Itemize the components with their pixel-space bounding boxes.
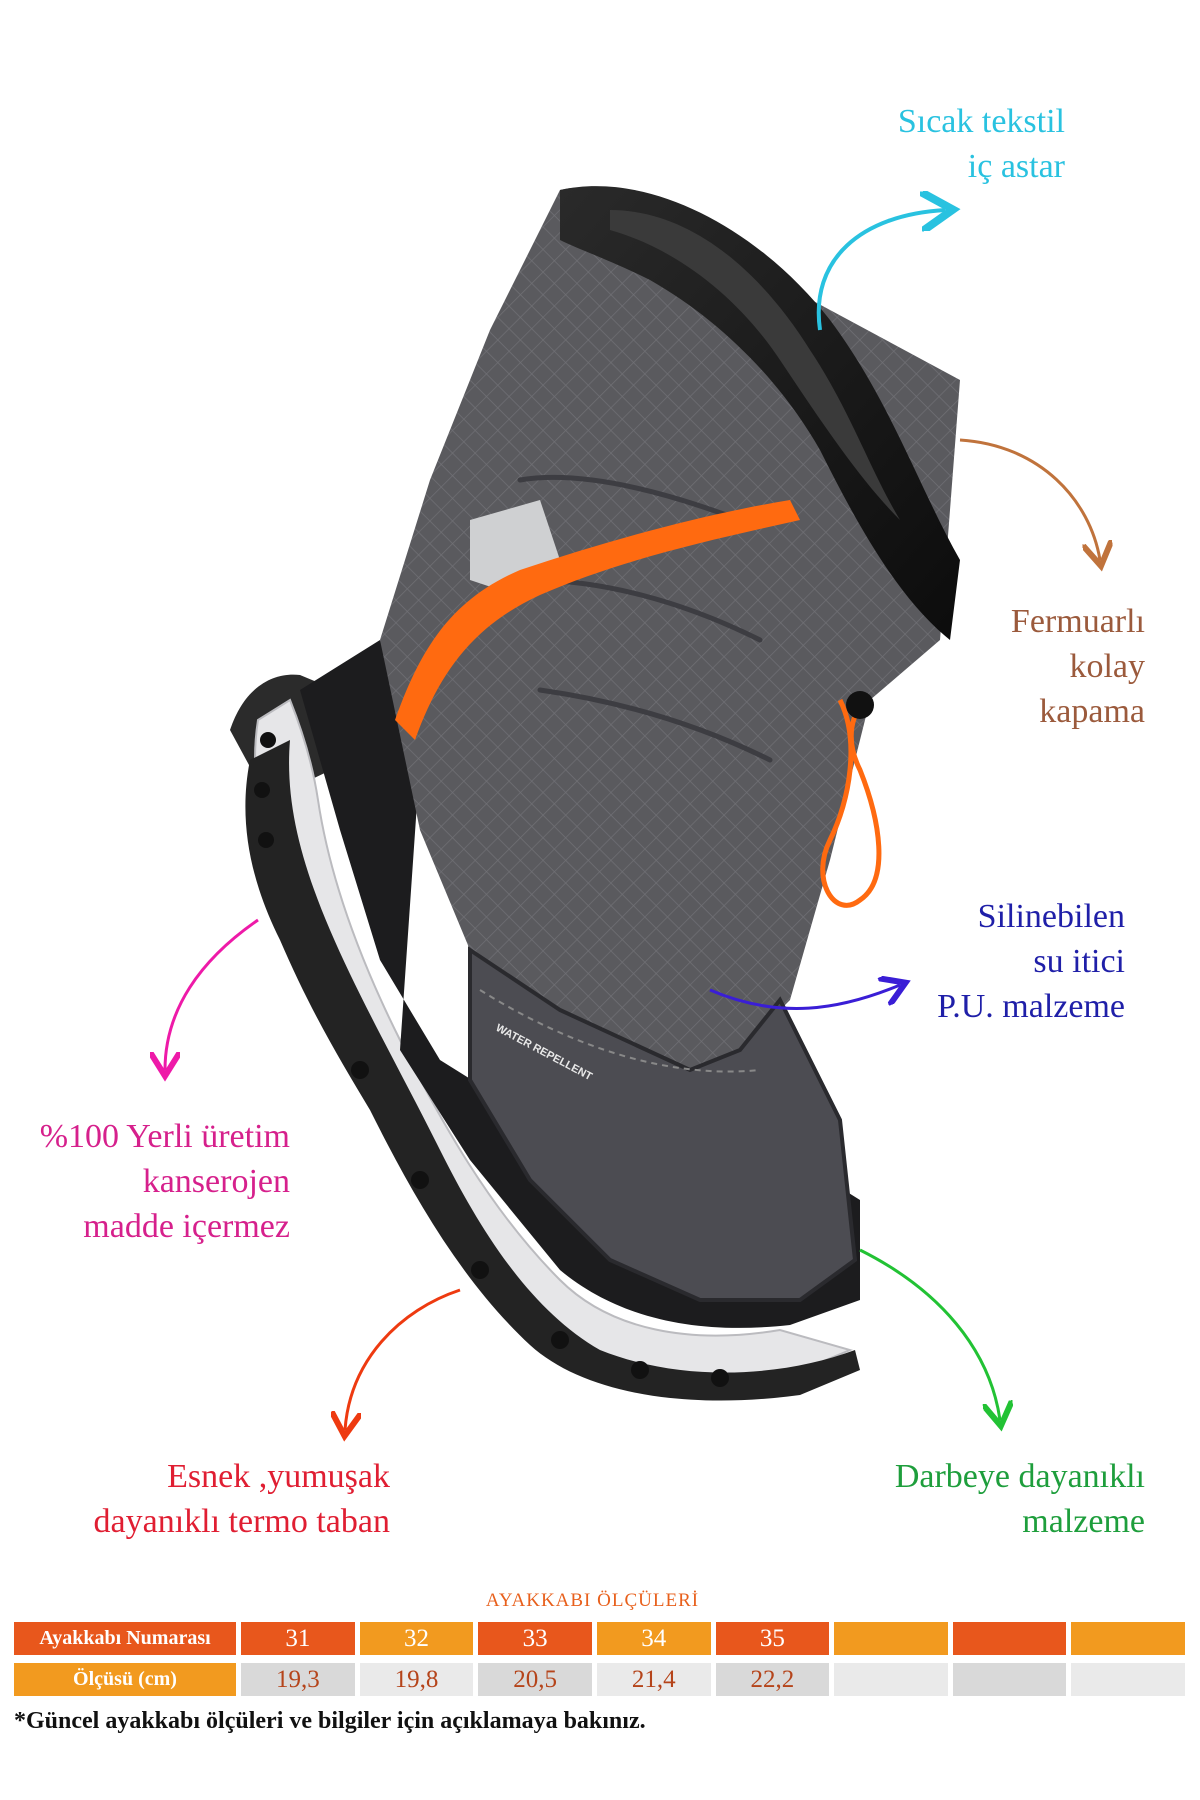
toe-stitch — [479, 989, 761, 1073]
length-row-label: Ölçüsü (cm) — [14, 1663, 236, 1696]
sole-lugs — [254, 732, 729, 1387]
size-cell: 35 — [715, 1622, 830, 1655]
callout-zipper-label: Fermuarlı kolay kapama — [1010, 603, 1145, 730]
orange-stripe — [395, 500, 800, 740]
drawcord — [820, 697, 882, 908]
arrow-lining — [816, 210, 945, 331]
size-cell — [834, 1622, 948, 1655]
size-cell — [1071, 1622, 1185, 1655]
length-cell: 19,8 — [359, 1663, 474, 1696]
length-cell — [1071, 1663, 1185, 1696]
size-cell: 34 — [596, 1622, 711, 1655]
size-row: Ayakkabı Numarası 31 32 33 34 35 — [14, 1622, 1185, 1655]
footnote: *Güncel ayakkabı ölçüleri ve bilgiler iç… — [14, 1708, 646, 1734]
fleece-collar — [560, 186, 960, 641]
callout-lining-label: Sıcak tekstil iç astar — [897, 103, 1065, 185]
callout-material-label: Silinebilen su itici P.U. malzeme — [937, 898, 1125, 1025]
size-row-label: Ayakkabı Numarası — [14, 1622, 236, 1655]
length-cell: 20,5 — [478, 1663, 592, 1696]
size-chart-title: AYAKKABI ÖLÇÜLERİ — [485, 1590, 700, 1611]
size-cell: 32 — [359, 1622, 474, 1655]
length-cell: 21,4 — [596, 1663, 711, 1696]
callout-impact-label: Darbeye dayanıklı malzeme — [894, 1458, 1145, 1540]
size-cell — [952, 1622, 1067, 1655]
length-row: Ölçüsü (cm) 19,3 19,8 20,5 21,4 22,2 — [14, 1663, 1185, 1696]
arrow-impact — [859, 1248, 1000, 1420]
length-cell: 19,3 — [241, 1663, 355, 1696]
arrow-material — [709, 985, 900, 1010]
size-cell: 31 — [241, 1622, 355, 1655]
cord-toggle — [846, 691, 874, 719]
arrow-zipper — [959, 438, 1100, 560]
size-cell: 33 — [478, 1622, 592, 1655]
length-cell — [834, 1663, 948, 1696]
boot-product-image: WATER REPELLENT — [0, 186, 1200, 1580]
toe-cap — [468, 946, 858, 1302]
size-chart-table: Ayakkabı Numarası 31 32 33 34 35 Ölçüsü … — [14, 1622, 1185, 1704]
length-cell — [952, 1663, 1067, 1696]
callout-local-label: %100 Yerli üretim kanserojen madde içerm… — [39, 1118, 290, 1245]
callout-sole-label: Esnek ,yumuşak dayanıklı termo taban — [93, 1458, 390, 1540]
arrow-local — [165, 918, 259, 1070]
length-cell: 22,2 — [715, 1663, 830, 1696]
arrow-sole — [345, 1288, 461, 1430]
